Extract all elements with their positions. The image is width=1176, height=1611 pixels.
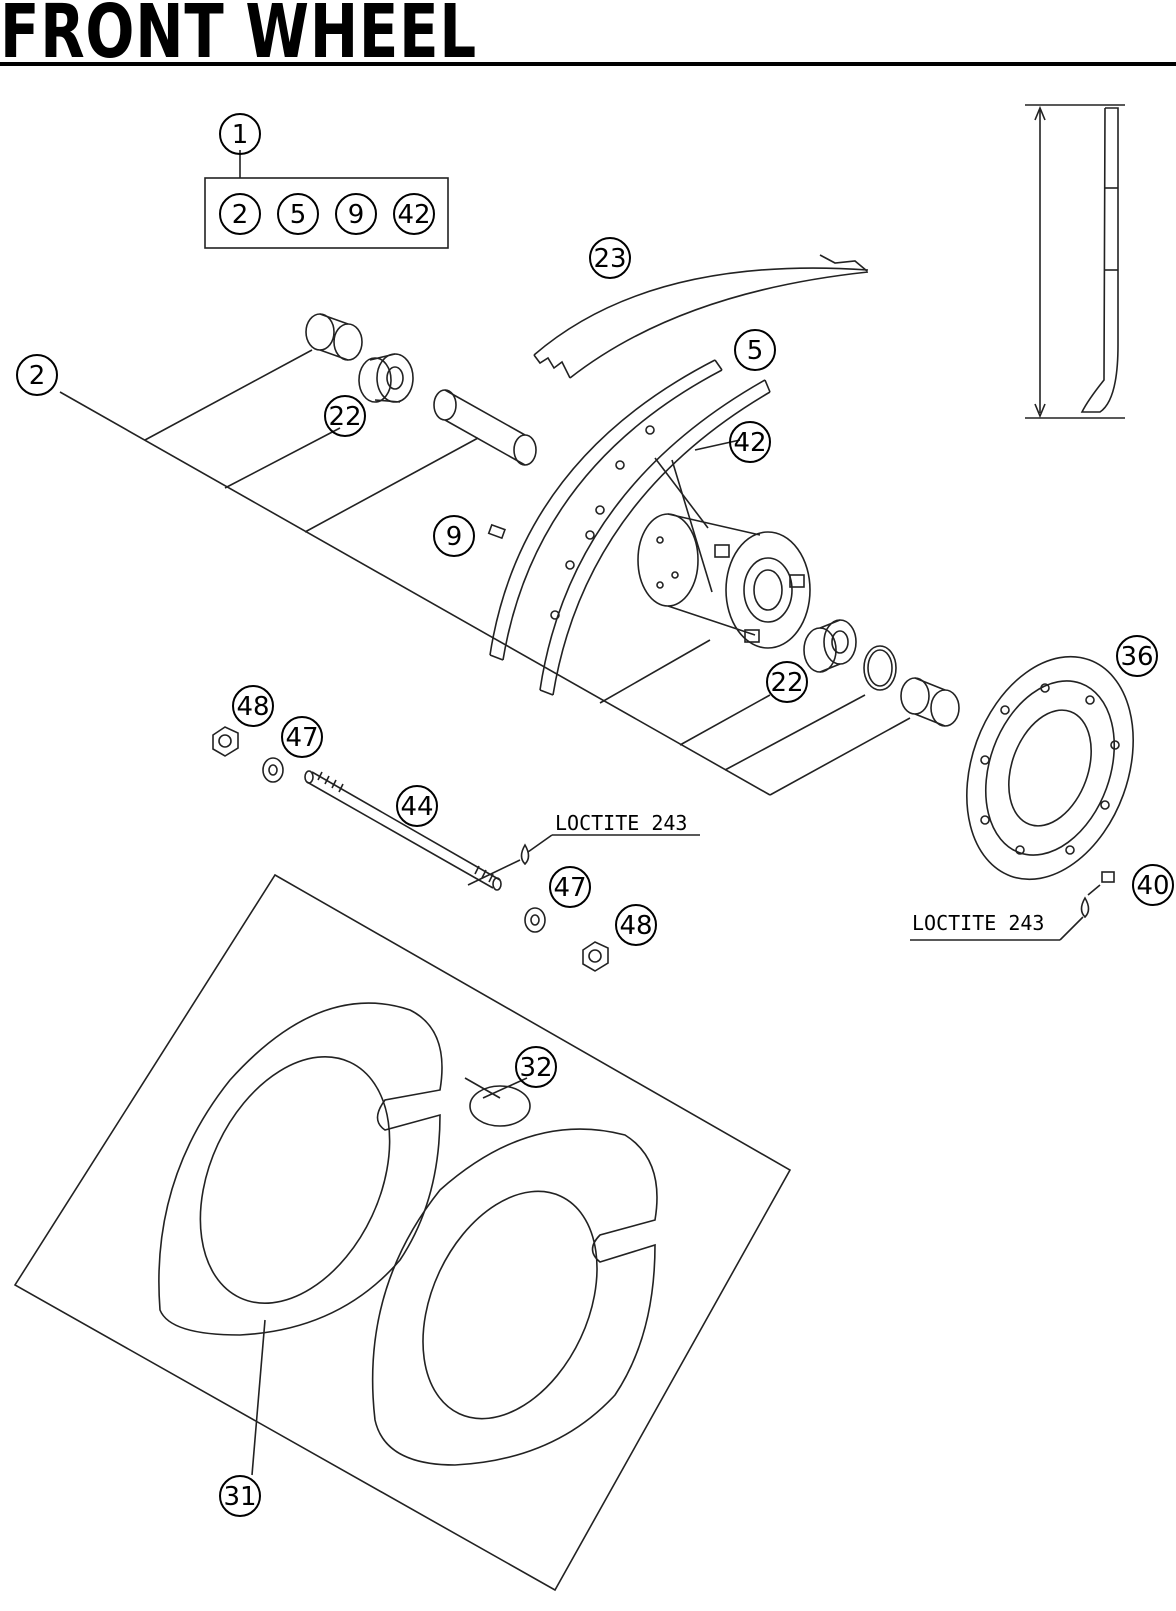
callout-42-kit: 42 [397,200,430,230]
spoke [654,457,713,593]
spacer-sleeve-right [900,677,960,727]
loctite-drop-disc [1080,896,1090,919]
callout-36: 36 [1120,642,1153,672]
hub [637,513,811,649]
title-bar: FRONT WHEEL [0,0,1176,75]
callout-5-kit: 5 [290,200,307,230]
callout-48-left: 48 [236,692,269,722]
callout-2: 2 [29,361,46,391]
loctite-drop-axle [520,843,530,866]
callout-circles [16,113,1174,1517]
callout-23: 23 [593,244,626,274]
leader-lines [59,349,911,1476]
title-rule [0,62,1176,66]
rim-tape [533,254,869,379]
protector-sheet [13,873,792,1592]
washer-right [524,907,546,933]
callout-2-kit: 2 [232,200,249,230]
callout-32: 32 [519,1053,552,1083]
callout-22-right: 22 [770,668,803,698]
callout-1: 1 [232,120,249,150]
callout-44: 44 [400,792,433,822]
callout-47-right: 47 [553,873,586,903]
circlip [863,645,897,691]
disc-bolt [1087,871,1115,896]
brake-disc [966,655,1134,881]
callout-42: 42 [733,428,766,458]
spoke-length-gauge [1025,104,1125,419]
cable-tie [464,1077,531,1127]
callout-9: 9 [446,522,463,552]
washer-left [262,757,284,783]
callout-31: 31 [223,1482,256,1512]
distance-tube [433,389,537,466]
page-title: FRONT WHEEL [0,0,477,75]
axle-nut-right [582,941,609,972]
loctite-note-axle: LOCTITE 243 [555,811,687,835]
bearing-left [358,353,414,403]
kit-box [204,177,449,249]
callout-47-left: 47 [285,723,318,753]
callout-40: 40 [1136,871,1169,901]
rim [489,359,771,696]
bearing-right [803,619,857,673]
callout-22-left: 22 [328,402,361,432]
callout-5: 5 [747,336,764,366]
axle-nut-left [212,726,239,757]
screw [487,523,506,540]
loctite-note-disc: LOCTITE 243 [912,911,1044,935]
callout-48-right: 48 [619,911,652,941]
axle [304,770,502,891]
callout-9-kit: 9 [348,200,365,230]
spacer-sleeve-left [305,313,363,361]
